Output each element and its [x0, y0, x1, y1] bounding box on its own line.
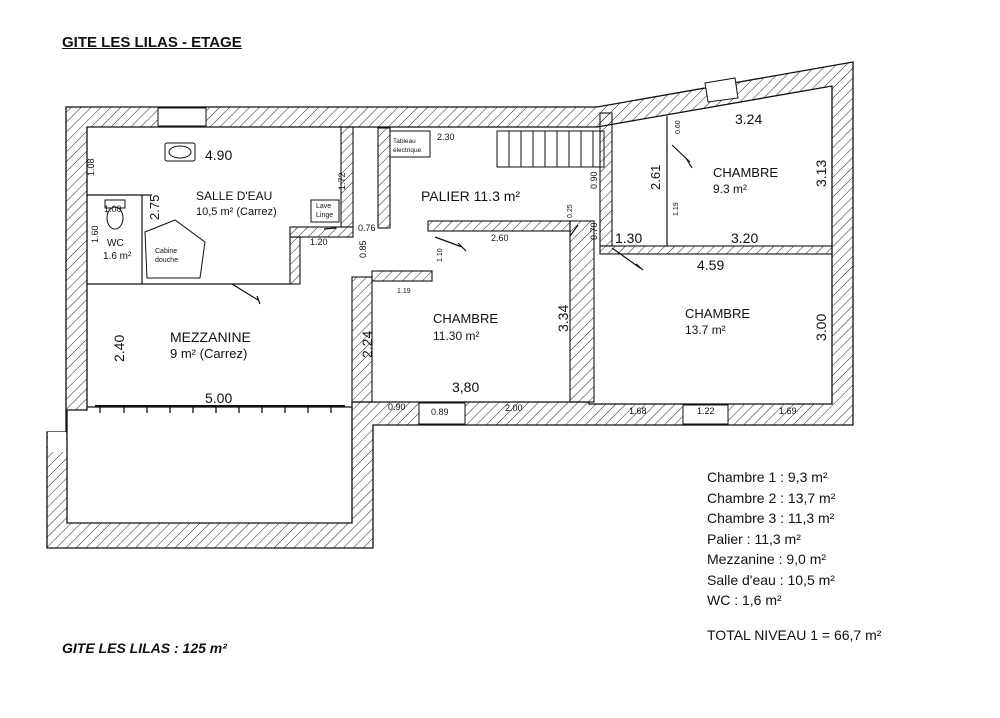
room-name-palier: PALIER 11.3 m²	[421, 188, 520, 204]
dimension-labels: 4.90 1.08 1.00 1.60 2.75 1.72 1.20 0.76 …	[86, 111, 829, 417]
dim-label: 1.00	[104, 204, 122, 214]
summary-line: Salle d'eau : 10,5 m²	[707, 571, 835, 588]
dim-label: 0.89	[431, 407, 449, 417]
room-labels: SALLE D'EAU 10,5 m² (Carrez) WC 1.6 m² C…	[103, 138, 778, 361]
dim-label: 2.40	[111, 335, 127, 362]
dim-label: 1.20	[310, 237, 328, 247]
room-name-chambre-right: CHAMBRE	[685, 306, 750, 321]
lave-linge-label-1: Lave	[316, 203, 331, 210]
tableau-label-1: Tableau	[393, 138, 416, 145]
door-icon	[569, 224, 579, 237]
electrical-panel-icon	[389, 130, 431, 158]
dim-label: 2.24	[359, 331, 375, 358]
area-summary: Chambre 1 : 9,3 m² Chambre 2 : 13,7 m² C…	[707, 467, 881, 645]
footer-total-area: GITE LES LILAS : 125 m²	[62, 640, 227, 656]
sink-basin-icon	[168, 145, 192, 159]
dim-label: 1.19	[673, 202, 680, 216]
room-area-chambre-right: 13.7 m²	[685, 323, 726, 337]
dim-label: 1.22	[697, 406, 715, 416]
dim-label: 2.61	[648, 165, 663, 190]
dim-label: 2.00	[505, 403, 523, 413]
summary-line: Chambre 2 : 13,7 m²	[707, 489, 836, 506]
dim-label: 1.08	[86, 158, 96, 176]
dim-label: 0.76	[358, 223, 376, 233]
summary-line: Chambre 1 : 9,3 m²	[707, 469, 828, 485]
dim-label: 0.85	[358, 240, 368, 258]
dim-label: 0.70	[589, 222, 599, 240]
room-name-chambre-top: CHAMBRE	[713, 165, 778, 180]
dim-label: 1.60	[90, 225, 100, 243]
summary-line: Palier : 11,3 m²	[707, 530, 801, 547]
dim-label: 3.34	[555, 305, 571, 332]
dim-label: 1.10	[437, 248, 444, 262]
plan-title: GITE LES LILAS - ETAGE	[62, 34, 242, 51]
dim-label: 3.24	[735, 111, 762, 127]
windows	[48, 77, 739, 452]
dim-label: 5.00	[205, 390, 232, 406]
cabine-label-2: douche	[155, 257, 178, 264]
interior-walls	[289, 112, 833, 403]
washing-machine-icon	[310, 199, 340, 223]
door-icon	[231, 283, 259, 301]
dim-label: 0.60	[675, 120, 682, 134]
dim-label: 1.19	[397, 288, 411, 295]
dim-label: 1.69	[779, 406, 797, 416]
door-icon	[434, 236, 463, 248]
fixtures	[104, 130, 431, 279]
room-area-chambre-top: 9.3 m²	[713, 182, 747, 196]
dim-label: 2.75	[147, 195, 162, 220]
dim-label: 3,80	[452, 379, 479, 395]
dim-label: 3.00	[813, 314, 829, 341]
mezzanine-railing	[95, 405, 345, 413]
room-area-salle-eau: 10,5 m² (Carrez)	[196, 206, 277, 218]
dim-label: 1.30	[615, 230, 642, 246]
dim-label: 0.90	[388, 402, 406, 412]
room-area-chambre-mid: 11.30 m²	[433, 329, 479, 343]
summary-total: TOTAL NIVEAU 1 = 66,7 m²	[707, 626, 882, 643]
summary-line: Mezzanine : 9,0 m²	[707, 551, 827, 567]
wc-bowl-icon	[106, 206, 124, 230]
room-name-chambre-mid: CHAMBRE	[433, 311, 498, 326]
dim-label: 4.90	[205, 147, 232, 163]
door-icon	[611, 247, 641, 269]
room-name-wc: WC	[107, 238, 124, 249]
staircase	[496, 130, 605, 168]
summary-line: WC : 1,6 m²	[707, 592, 782, 608]
dim-label: 3.13	[813, 160, 829, 187]
cabine-label-1: Cabine	[155, 248, 177, 255]
room-name-salle-eau: SALLE D'EAU	[196, 189, 272, 203]
dim-label: 3.20	[731, 230, 758, 246]
room-area-mezzanine: 9 m² (Carrez)	[170, 346, 247, 361]
dim-label: 1.72	[337, 172, 347, 190]
tableau-label-2: électrique	[393, 147, 422, 154]
dim-label: 0.25	[567, 204, 574, 218]
lave-linge-label-2: Linge	[316, 212, 333, 219]
dim-label: 0.90	[589, 171, 599, 189]
dim-label: 2.30	[437, 132, 455, 142]
room-name-mezzanine: MEZZANINE	[170, 329, 251, 345]
dim-label: 1.68	[629, 406, 647, 416]
shower-tray-icon	[144, 219, 206, 279]
dim-label: 2.60	[491, 233, 509, 243]
door-swings	[231, 144, 693, 305]
dim-label: 4.59	[697, 257, 724, 273]
room-area-wc: 1.6 m²	[103, 251, 132, 262]
summary-line: Chambre 3 : 11,3 m²	[707, 510, 835, 526]
